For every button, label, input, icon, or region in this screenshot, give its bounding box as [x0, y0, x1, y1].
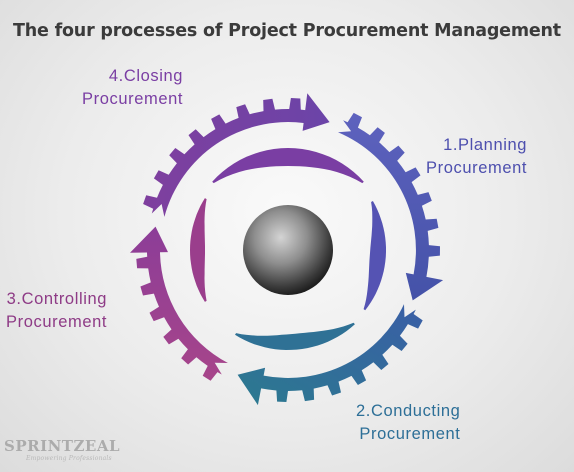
controlling-gear-arc	[130, 226, 228, 381]
diagram-title: The four processes of Project Procuremen…	[13, 21, 561, 41]
closing-gear-arc	[143, 93, 330, 217]
label-planning-procurement: 1.Planning Procurement	[426, 134, 527, 180]
label-conducting-procurement: 2.Conducting Procurement	[356, 400, 460, 446]
label-controlling-procurement: 3.Controlling Procurement	[6, 288, 107, 334]
closing-line2: Procurement	[82, 90, 184, 108]
controlling-line1: 3.Controlling	[6, 290, 108, 308]
conducting-line2: Procurement	[359, 425, 461, 443]
logo-tagline: Empowering Professionals	[26, 455, 112, 462]
controlling-line2: Procurement	[6, 313, 108, 331]
center-sphere	[243, 205, 333, 295]
inner-arc-controlling	[190, 198, 207, 302]
conducting-line1: 2.Conducting	[356, 402, 461, 420]
label-closing-procurement: 4.Closing Procurement	[82, 65, 183, 111]
planning-line1: 1.Planning	[443, 136, 528, 154]
logo-name: SPRINTZEAL	[4, 437, 121, 455]
closing-line1: 4.Closing	[108, 67, 184, 85]
inner-arc-planning	[363, 201, 386, 311]
planning-line2: Procurement	[426, 159, 528, 177]
inner-arc-closing	[212, 148, 364, 184]
sprintzeal-logo: SPRINTZEAL Empowering Professionals	[4, 437, 120, 462]
conducting-gear-arc	[237, 304, 423, 406]
inner-arc-conducting	[235, 322, 355, 350]
outer-gear-ring	[130, 93, 444, 406]
inner-arc-ring	[190, 148, 386, 350]
planning-gear-arc	[338, 112, 444, 301]
